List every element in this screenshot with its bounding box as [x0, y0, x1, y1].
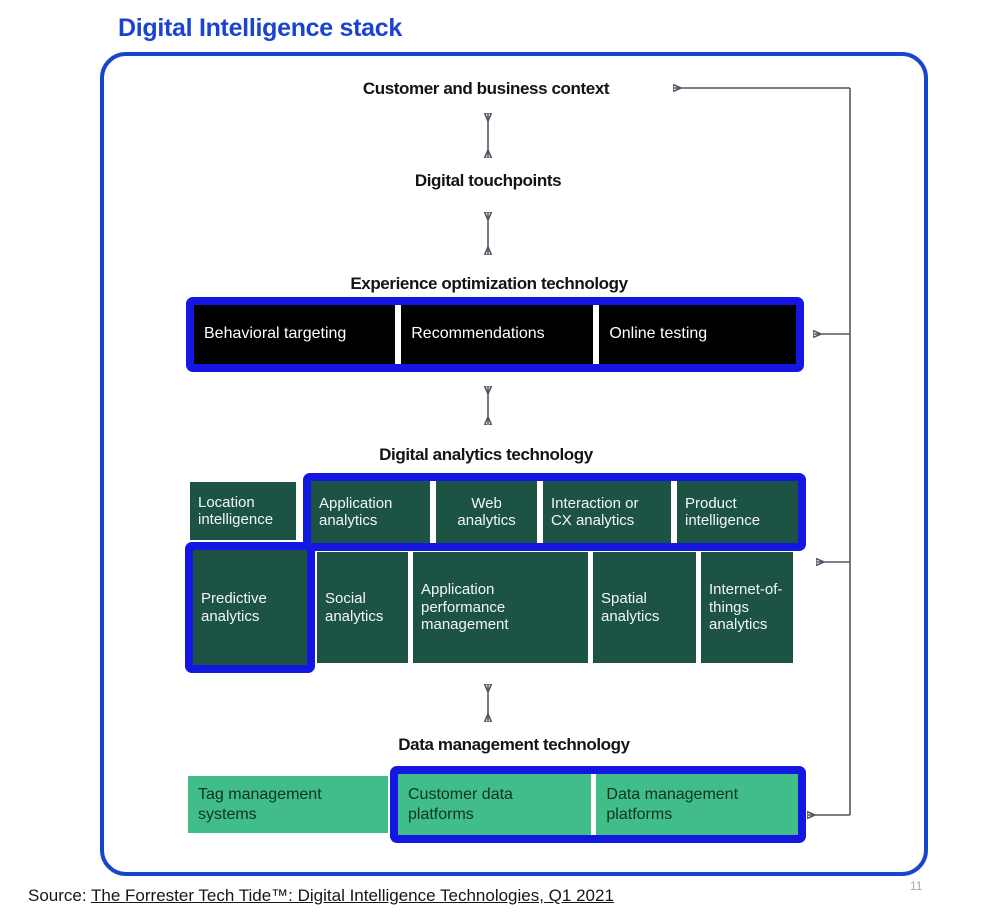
- source-line: Source: The Forrester Tech Tide™: Digita…: [28, 886, 614, 906]
- source-prefix: Source:: [28, 886, 87, 905]
- box-behavioral-targeting: Behavioral targeting: [194, 305, 396, 364]
- box-social-analytics: Social analytics: [317, 552, 408, 663]
- heading-experience-optimization: Experience optimization technology: [350, 274, 628, 293]
- heading-digital-touchpoints: Digital touchpoints: [414, 171, 562, 190]
- box-location-intelligence: Location intelligence: [190, 482, 296, 540]
- box-application-analytics: Application analytics: [311, 481, 431, 543]
- experience-highlight-group: Behavioral targeting Recommendations Onl…: [186, 297, 804, 372]
- box-internet-of-things-analytics: Internet-of-things analytics: [701, 552, 793, 663]
- heading-customer-business-context: Customer and business context: [362, 79, 610, 98]
- predictive-highlight-group: Predictive analytics: [185, 542, 315, 673]
- box-customer-data-platforms: Customer data platforms: [398, 774, 592, 835]
- box-tag-management-systems: Tag management systems: [188, 776, 388, 833]
- box-online-testing: Online testing: [599, 305, 796, 364]
- source-citation-link[interactable]: The Forrester Tech Tide™: Digital Intell…: [91, 886, 614, 905]
- data-row-highlight-group: Customer data platforms Data management …: [390, 766, 806, 843]
- box-product-intelligence: Product intelligence: [677, 481, 798, 543]
- diagram-frame: [100, 52, 928, 876]
- box-interaction-cx-analytics: Interaction or CX analytics: [542, 481, 671, 543]
- box-recommendations: Recommendations: [401, 305, 594, 364]
- box-application-performance-management: Application performance management: [413, 552, 588, 663]
- heading-data-management: Data management technology: [398, 735, 630, 754]
- heading-digital-analytics: Digital analytics technology: [379, 445, 593, 464]
- box-spatial-analytics: Spatial analytics: [593, 552, 696, 663]
- page-title: Digital Intelligence stack: [118, 14, 402, 42]
- analytics-row1-highlight-group: Application analytics Web analytics Inte…: [303, 473, 806, 551]
- box-data-management-platforms: Data management platforms: [596, 774, 798, 835]
- box-web-analytics: Web analytics: [436, 481, 537, 543]
- box-predictive-analytics: Predictive analytics: [193, 550, 307, 665]
- page-number: 11: [910, 879, 923, 893]
